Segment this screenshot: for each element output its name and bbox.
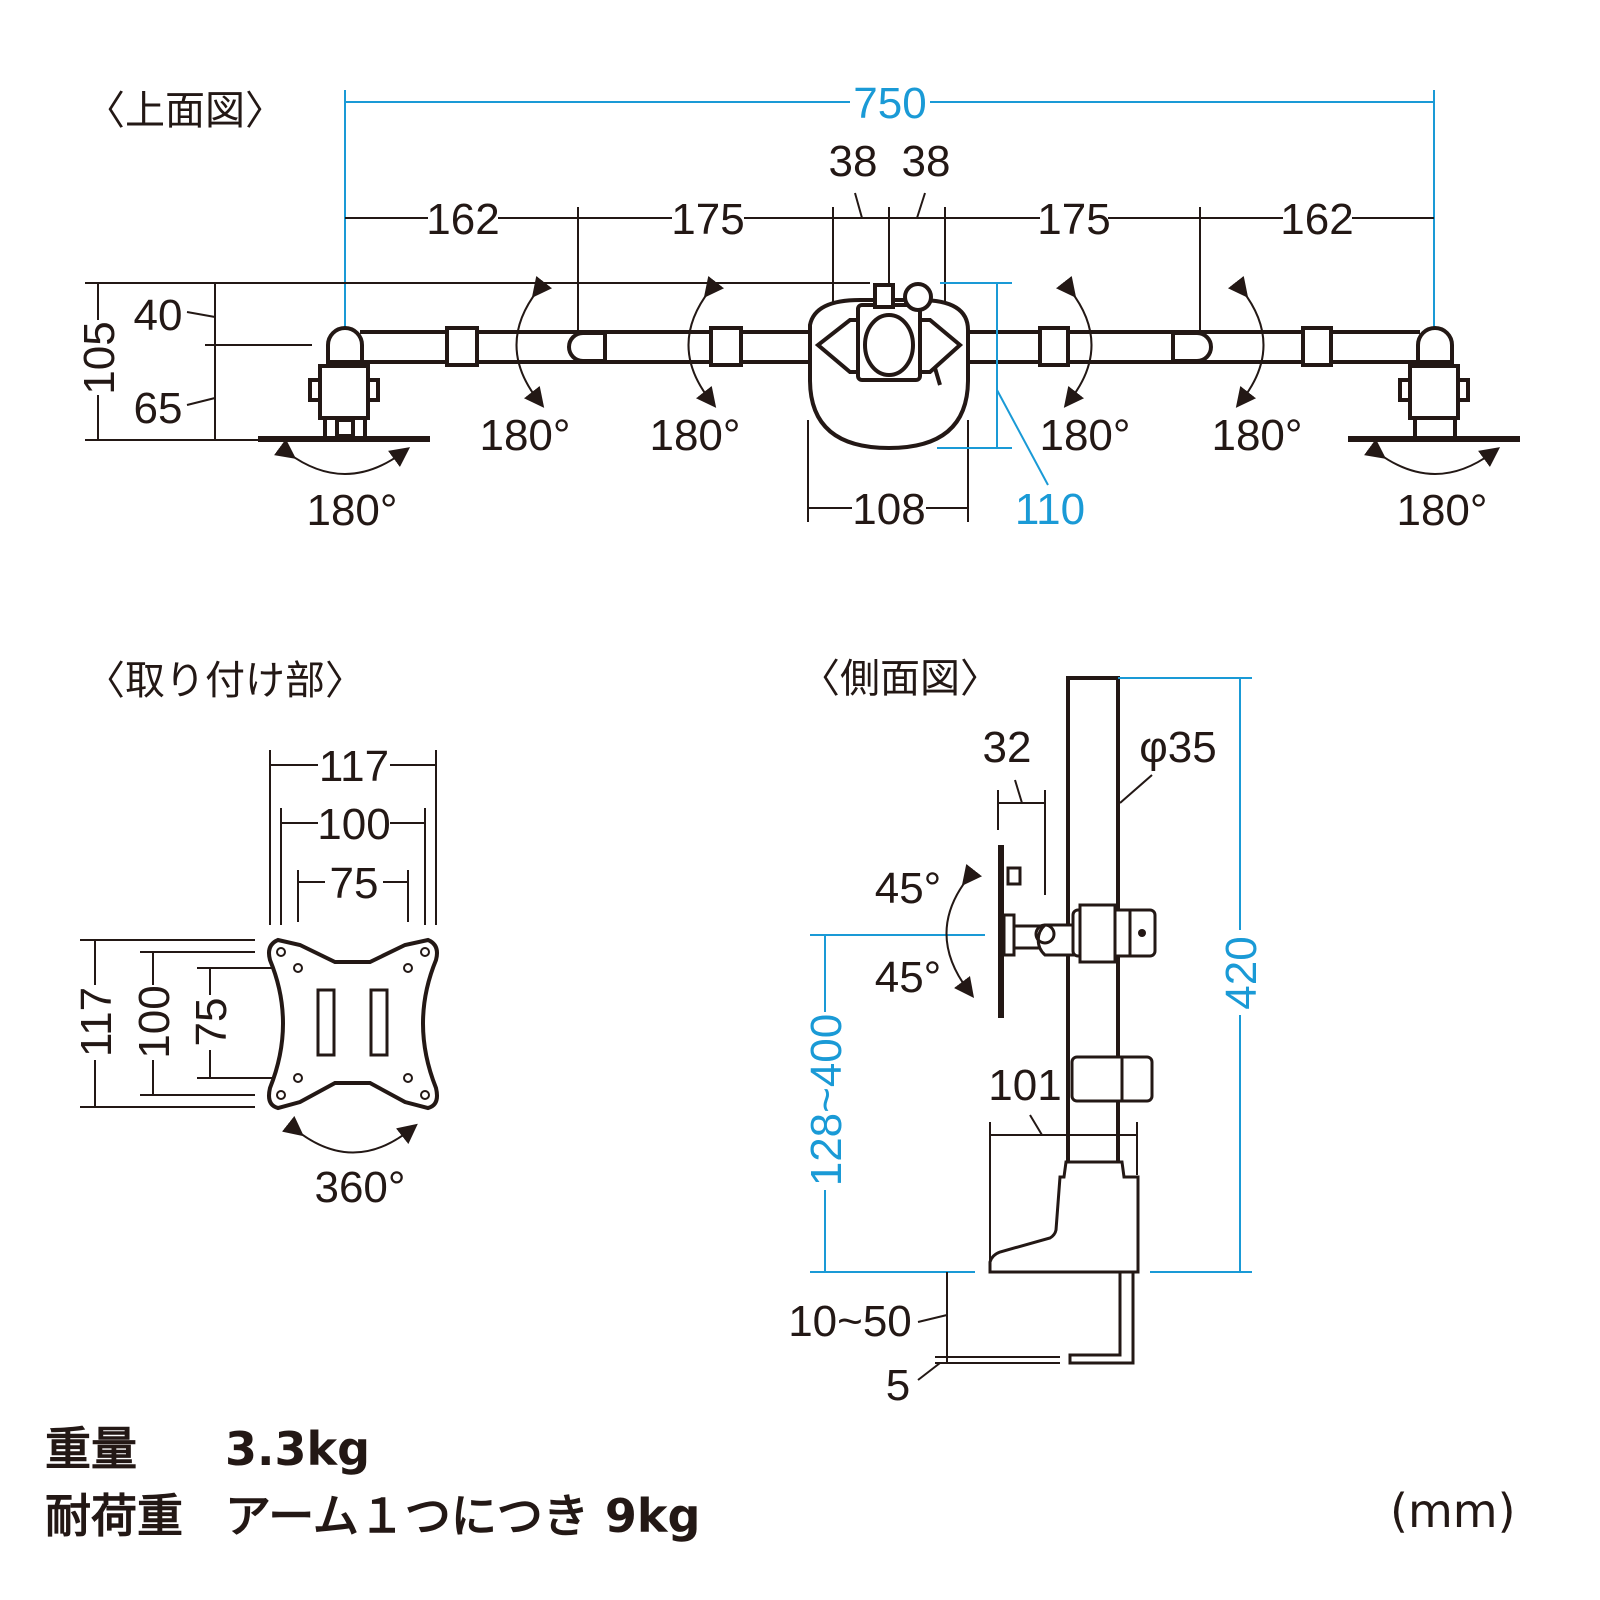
arm-drawing [258,282,1520,451]
overall-width-dimension: 750 [344,79,1435,342]
height-dimensions: 105 40 65 [75,282,870,441]
clamp-plate-label: 5 [886,1361,910,1410]
mount-view-title: 〈取り付け部〉 [85,658,365,704]
segment-label: 162 [1280,195,1353,244]
side-view-title: 〈側面図〉 [800,656,1000,702]
side-view: 〈側面図〉 420 128~400 φ35 32 [788,656,1266,1410]
height-lower-label: 65 [134,384,183,433]
rotation-label: 180° [1396,486,1487,535]
mount-width-label: 100 [317,800,390,849]
mount-width-label: 75 [330,859,379,908]
mount-height-label: 75 [187,998,236,1047]
segment-label: 38 [829,137,878,186]
height-upper-label: 40 [134,291,183,340]
load-value: アーム１つにつき 9kg [225,1489,700,1543]
segment-label: 162 [426,195,499,244]
top-view: 〈上面図〉 750 162 175 38 38 1 [75,79,1520,535]
segment-label: 175 [671,195,744,244]
overall-width-label: 750 [853,79,926,128]
rotation-label: 180° [1039,411,1130,460]
pole-diameter-label: φ35 [1139,723,1216,772]
base-width-label: 108 [852,485,925,534]
base-dimensions: 108 110 [807,282,1085,534]
weight-label: 重量 [45,1422,137,1476]
weight-value: 3.3kg [225,1422,370,1476]
height-total-label: 105 [75,321,124,394]
base-depth-label: 110 [1015,485,1085,534]
rotation-label: 180° [479,411,570,460]
top-view-title: 〈上面図〉 [85,88,285,134]
mount-height-label: 100 [130,985,179,1058]
height-range-label: 128~400 [802,1014,851,1187]
mount-height-label: 117 [72,987,121,1057]
load-label: 耐荷重 [45,1489,183,1543]
tilt-up-label: 45° [875,864,942,913]
pole-height-label: 420 [1217,936,1266,1009]
segment-label: 175 [1037,195,1110,244]
segment-label: 38 [902,137,951,186]
rotation-label: 180° [649,411,740,460]
rotation-arcs: 180° 180° 180° 180° 180° 180° [274,275,1501,535]
rotation-label: 180° [1211,411,1302,460]
mount-rotation-label: 360° [314,1163,405,1212]
desk-thickness-label: 10~50 [788,1297,912,1346]
tilt-down-label: 45° [875,953,942,1002]
vesa-plate [267,937,439,1111]
unit-label: (mm) [1390,1484,1516,1538]
mount-view: 〈取り付け部〉 117 100 75 117 100 75 [72,658,439,1212]
rotation-label: 180° [306,486,397,535]
specs: 重量 3.3kg 耐荷重 アーム１つにつき 9kg (mm) [45,1422,1516,1543]
mount-width-label: 117 [319,742,389,791]
bracket-offset-label: 32 [983,723,1032,772]
clamp-depth-label: 101 [988,1061,1061,1110]
